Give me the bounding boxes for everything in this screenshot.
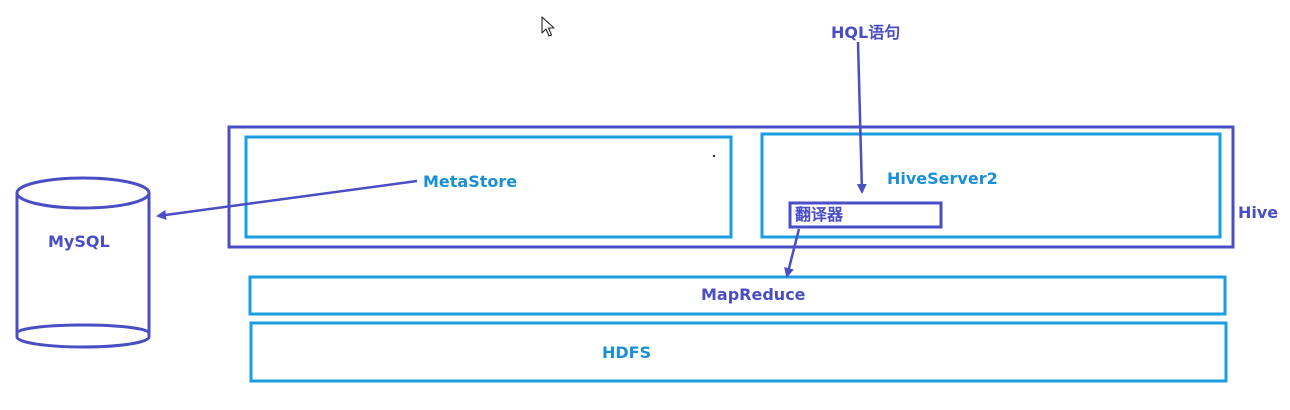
hql-label: HQL语句 [831,23,901,42]
metastore-box [244,135,733,239]
metastore-label: MetaStore [423,172,518,191]
translator-to-mapreduce-arrow [784,228,801,278]
hiveserver2-label: HiveServer2 [887,169,998,188]
mouse-pointer-icon [541,16,555,37]
hive-label: Hive [1238,203,1279,222]
hiveserver2-box [760,132,1222,239]
hive-container [227,125,1235,249]
hdfs-box [249,321,1228,383]
mapreduce-box [248,275,1227,316]
translator-box [788,201,943,229]
metastore-to-mysql-arrow [156,179,418,220]
mysql-cylinder [15,176,151,349]
hql-to-hiveserver2-arrow [856,41,867,194]
stray-dot [712,154,716,158]
mysql-label: MySQL [48,232,110,251]
hdfs-label: HDFS [602,343,652,362]
mapreduce-label: MapReduce [701,285,806,304]
translator-label: 翻译器 [795,205,844,224]
